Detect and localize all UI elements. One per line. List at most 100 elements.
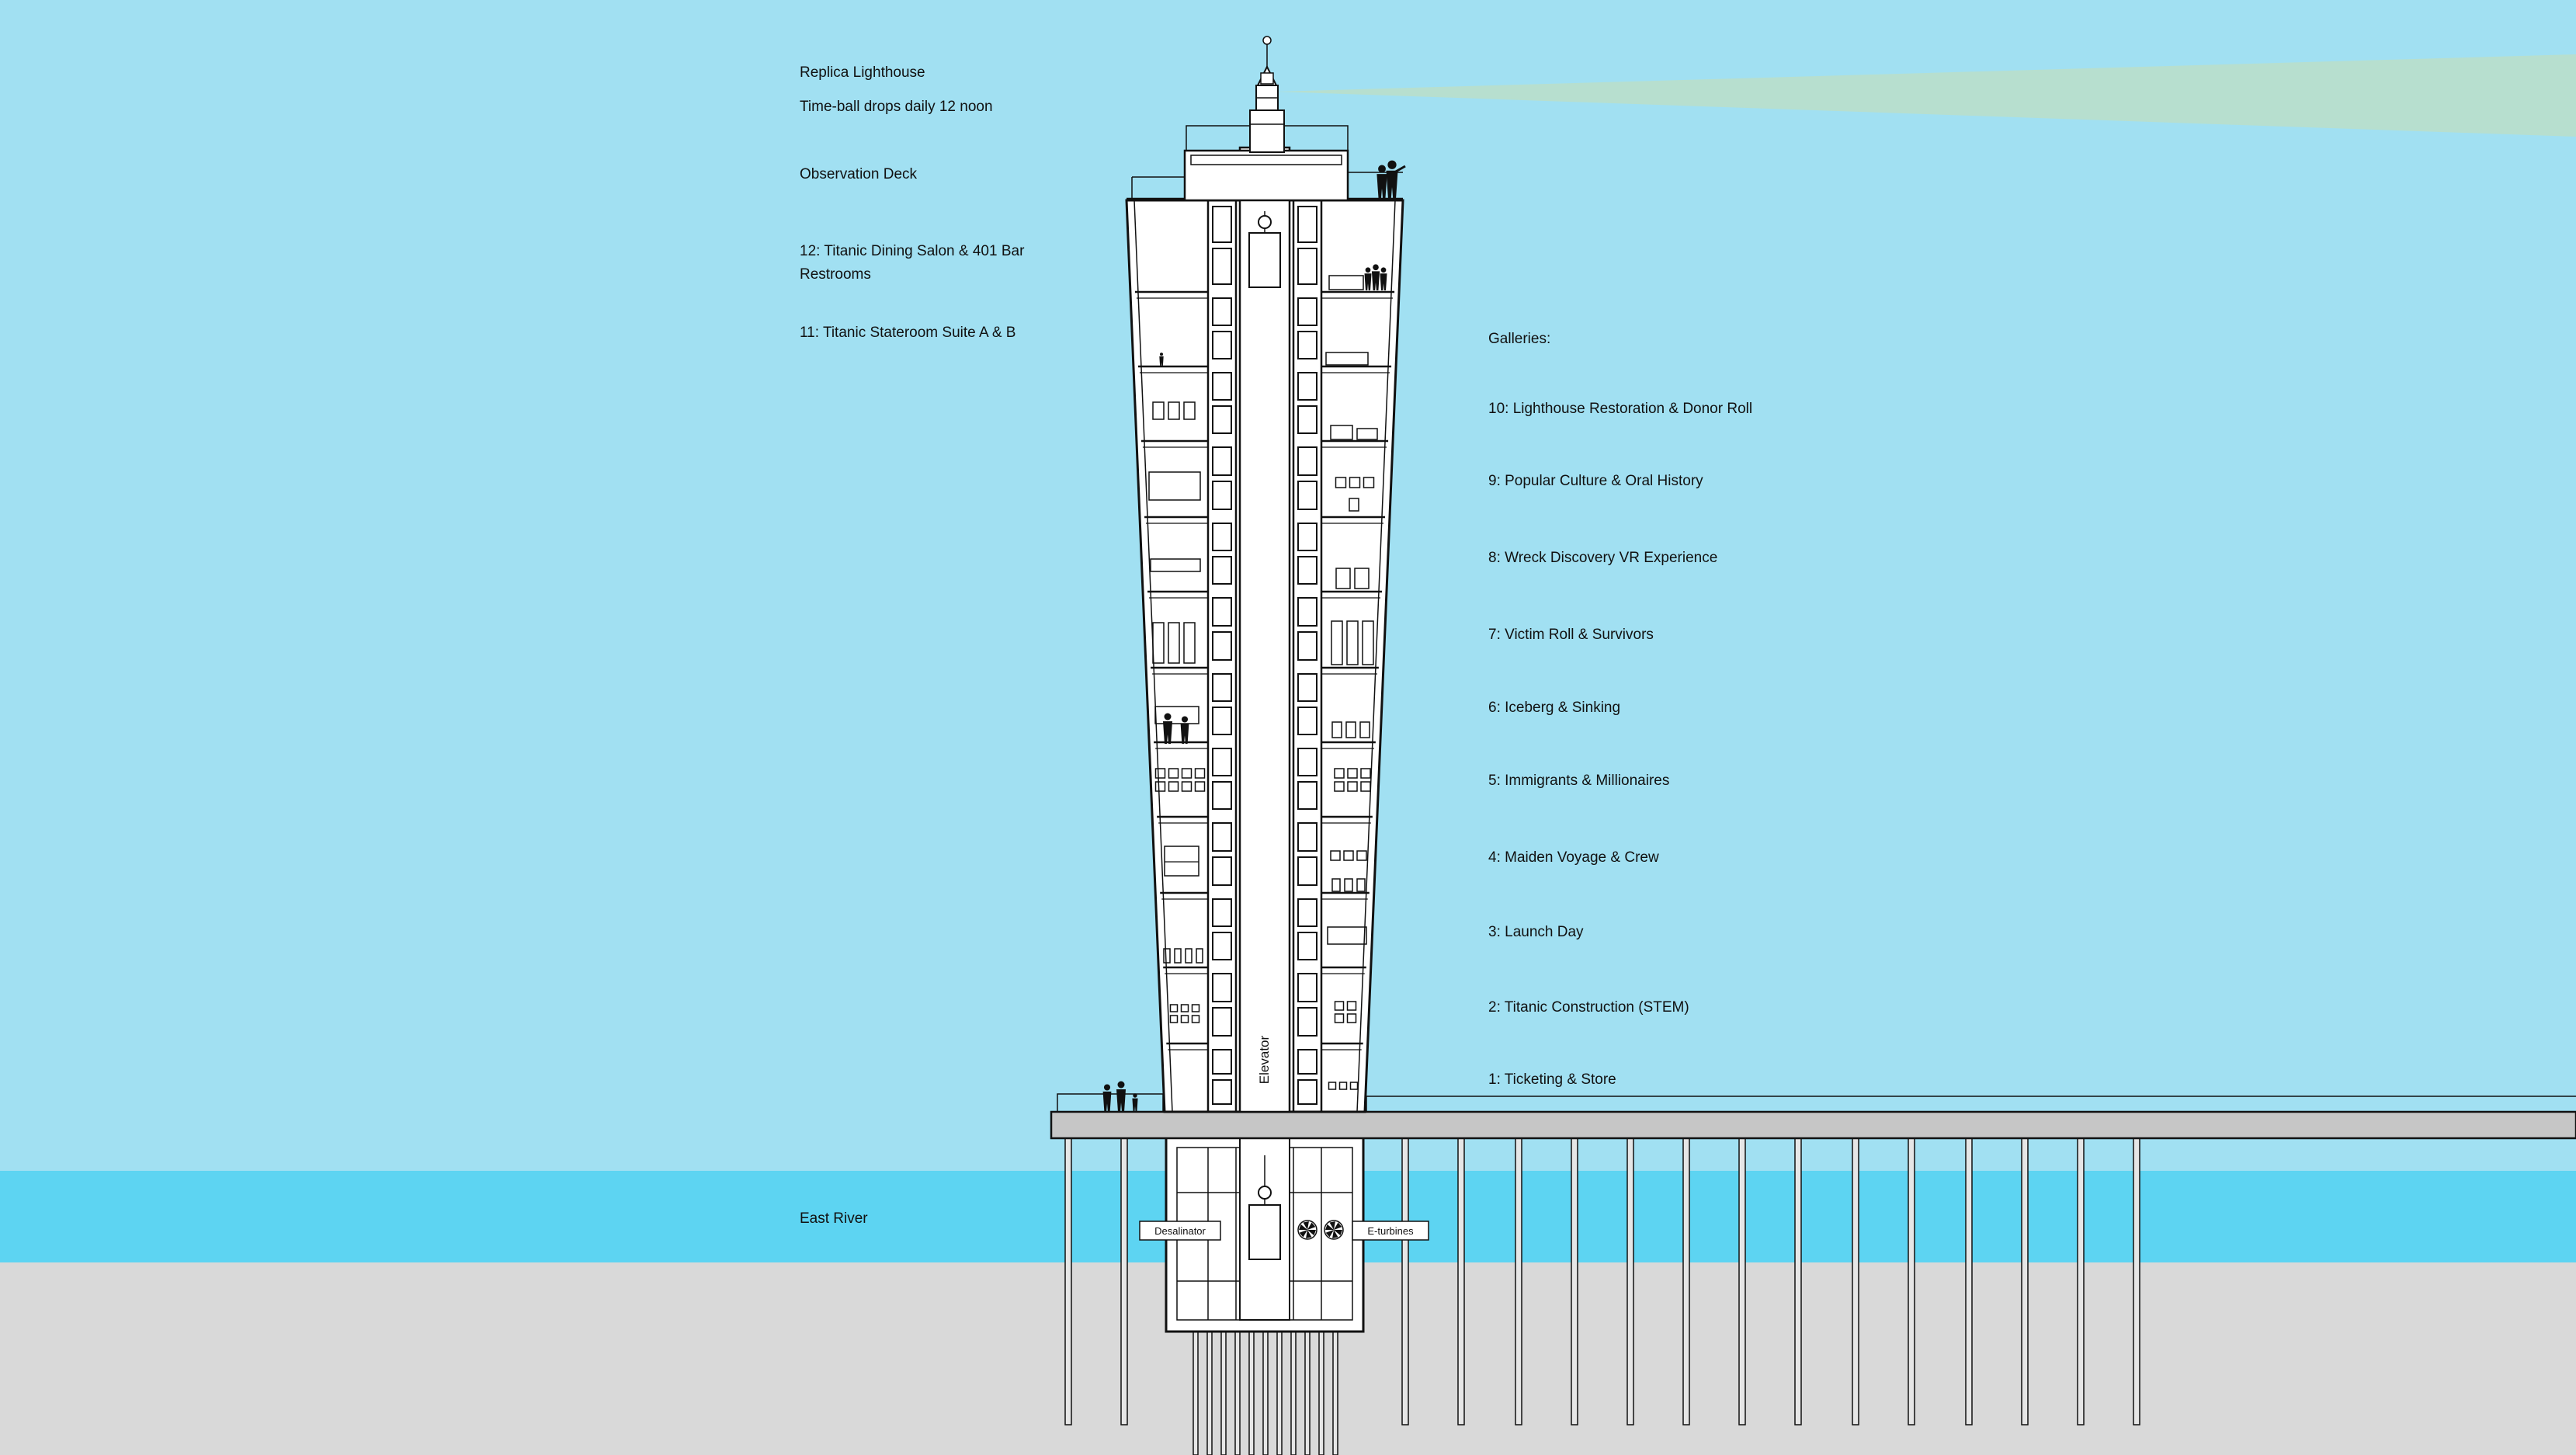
tower: Elevator: [1125, 146, 1404, 1113]
person-silhouette-icon: [1102, 1084, 1112, 1112]
stair-window: [1212, 405, 1232, 434]
exhibit-case: [1330, 425, 1353, 440]
stair-window: [1297, 1079, 1318, 1105]
exhibit-tile: [1334, 781, 1345, 792]
stair-window: [1212, 1079, 1232, 1105]
exhibit-case: [1345, 721, 1356, 738]
person-silhouette-icon: [1380, 267, 1387, 290]
label-observation-deck: Observation Deck: [800, 166, 918, 182]
stair-window: [1297, 405, 1318, 434]
exhibit-case: [1354, 568, 1370, 589]
pier-pile: [2021, 1137, 2029, 1425]
label-timeball: Time-ball drops daily 12 noon: [800, 99, 993, 115]
stair-window: [1297, 973, 1318, 1002]
lighthouse-beam: [1277, 54, 2576, 137]
replica-lighthouse: [1249, 36, 1285, 153]
exhibit-counter: [1328, 275, 1364, 290]
elevator-pulley-icon: [1258, 215, 1272, 229]
exhibit-tile: [1191, 1004, 1200, 1012]
eturbines-tag-box: [1352, 1221, 1429, 1241]
foundation-pile: [1220, 1331, 1227, 1455]
foundation-pile: [1332, 1331, 1338, 1455]
stair-window: [1212, 372, 1232, 401]
exhibit-tile: [1338, 1082, 1348, 1090]
pier-pile: [1908, 1137, 1915, 1425]
exhibit-case: [1174, 948, 1182, 964]
stair-window: [1297, 707, 1318, 735]
tower-top: [1127, 125, 1403, 202]
foundation-pile: [1276, 1331, 1283, 1455]
lighthouse-finial-icon: [1262, 36, 1272, 45]
stair-window: [1212, 856, 1232, 886]
stair-window: [1212, 707, 1232, 735]
exhibit-tile: [1334, 768, 1345, 779]
label-gallery-6: 6: Iceberg & Sinking: [1488, 700, 1621, 716]
foundation-pile: [1304, 1331, 1311, 1455]
stair-window: [1212, 206, 1232, 243]
lighthouse-base: [1249, 109, 1285, 153]
observation-deck-beam: [1190, 155, 1342, 165]
exhibit-case: [1356, 878, 1366, 892]
turbine-fan-icon: [1324, 1220, 1344, 1240]
pier-pile: [1120, 1137, 1128, 1425]
pier-pile: [1064, 1137, 1072, 1425]
exhibit-case: [1331, 620, 1343, 665]
label-gallery-10: 10: Lighthouse Restoration & Donor Roll: [1488, 401, 1753, 417]
pier-pile: [1626, 1137, 1634, 1425]
stair-window: [1212, 898, 1232, 927]
stair-window: [1212, 297, 1232, 326]
stair-window: [1297, 481, 1318, 510]
observation-deck-room: [1183, 149, 1349, 202]
stair-window: [1212, 673, 1232, 702]
foundation-pile: [1193, 1331, 1199, 1455]
foundation-pile: [1262, 1331, 1269, 1455]
elevator-pulley-icon: [1258, 1186, 1272, 1200]
exhibit-tile: [1181, 781, 1193, 792]
exhibit-case: [1362, 620, 1374, 665]
tower-inner-wall-right: [1356, 200, 1396, 1113]
stair-window: [1297, 631, 1318, 661]
exhibit-tile: [1194, 768, 1206, 779]
exhibit-case: [1168, 622, 1180, 664]
stair-window: [1212, 446, 1232, 476]
exhibit-tile: [1180, 1015, 1189, 1023]
exhibit-tile: [1168, 768, 1179, 779]
exhibit-screen: [1327, 926, 1367, 945]
person-silhouette-icon: [1132, 1093, 1138, 1112]
person-silhouette-icon: [1163, 713, 1172, 744]
foundation-pile: [1318, 1331, 1324, 1455]
exhibit-tile: [1169, 1004, 1179, 1012]
stair-window: [1212, 781, 1232, 810]
stair-window: [1297, 1049, 1318, 1075]
stair-window: [1212, 481, 1232, 510]
pier-pile: [1965, 1137, 1973, 1425]
label-floor-12: 12: Titanic Dining Salon & 401 Bar: [800, 243, 1025, 259]
person-silhouette-icon: [1159, 352, 1164, 366]
stair-window: [1212, 748, 1232, 776]
exhibit-case: [1331, 721, 1342, 738]
exhibit-tile: [1180, 1004, 1189, 1012]
stair-window: [1297, 556, 1318, 585]
exhibit-tile: [1363, 477, 1375, 488]
pier-pile: [1515, 1137, 1522, 1425]
elevator-core: [1238, 146, 1291, 1113]
foundation-pile: [1234, 1331, 1241, 1455]
label-gallery-1: 1: Ticketing & Store: [1488, 1071, 1616, 1088]
exhibit-case: [1359, 721, 1370, 738]
exhibit-tile: [1347, 768, 1358, 779]
stair-window: [1297, 898, 1318, 927]
label-gallery-9: 9: Popular Culture & Oral History: [1488, 473, 1703, 489]
pier-pile: [1571, 1137, 1578, 1425]
person-silhouette-icon: [1116, 1081, 1126, 1112]
desalinator-tag-box: [1139, 1221, 1221, 1241]
stair-window: [1297, 248, 1318, 285]
stair-window: [1297, 673, 1318, 702]
exhibit-case: [1183, 401, 1196, 420]
label-gallery-4: 4: Maiden Voyage & Crew: [1488, 849, 1659, 866]
stair-window: [1212, 331, 1232, 359]
pier-pile: [1401, 1137, 1409, 1425]
pier-pile: [1682, 1137, 1690, 1425]
elevator-car: [1248, 232, 1281, 288]
stair-window: [1297, 822, 1318, 852]
